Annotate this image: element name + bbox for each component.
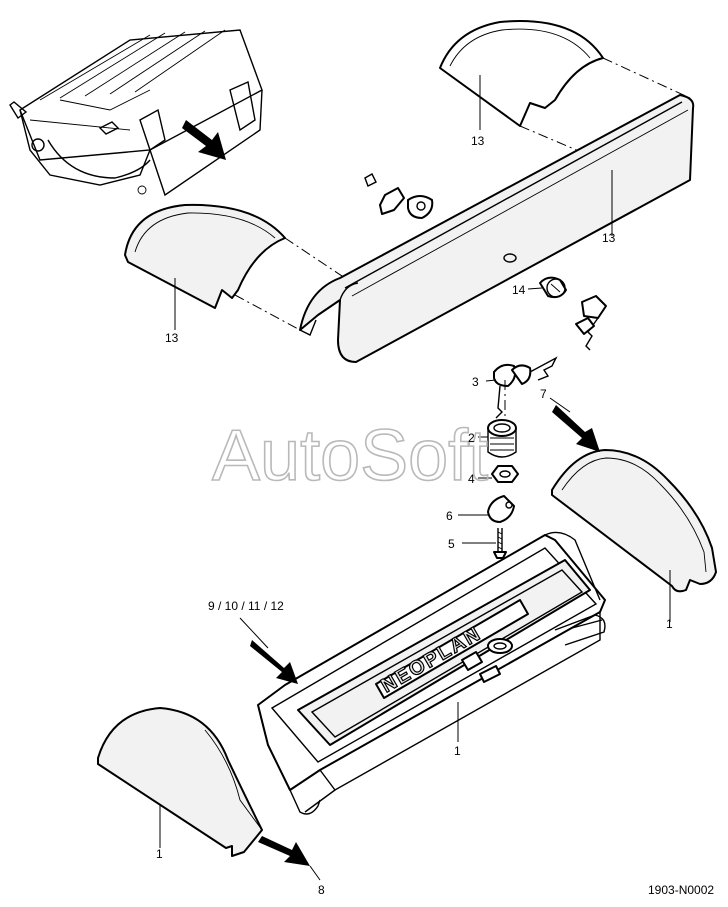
callout-8: 8 [318,883,325,897]
top-cover-panel [234,94,695,363]
lock-cylinder-14 [527,276,607,351]
latch-hardware [364,173,434,219]
callout-1-left: 1 [156,847,163,861]
callout-1-right: 1 [666,617,673,631]
roof-frame-structure [9,29,263,197]
callout-13-cover: 13 [602,231,616,245]
callout-4: 4 [468,472,475,486]
callout-6: 6 [446,509,453,523]
callout-14: 14 [512,283,526,297]
end-cap-left-top [124,203,286,330]
callout-2: 2 [468,431,475,445]
callout-1-panel: 1 [454,744,461,758]
callout-5: 5 [448,537,455,551]
lock-assembly [458,356,558,640]
emblem-panel: NEOPLAN [239,531,606,815]
end-cap-top [439,20,691,161]
side-cover-right [549,397,717,622]
side-cover-left [97,707,321,881]
drawing-code: 1903-N0002 [648,883,714,897]
callout-labels: 13 13 13 14 3 2 4 6 5 7 1 9 / 10 / 11 / … [156,134,714,897]
callout-13-left: 13 [165,331,179,345]
callout-3: 3 [472,375,479,389]
watermark-text: AutoSoft [212,416,488,496]
callout-13-top: 13 [471,134,485,148]
callout-9-10-11-12: 9 / 10 / 11 / 12 [208,599,284,613]
callout-7: 7 [540,387,547,401]
